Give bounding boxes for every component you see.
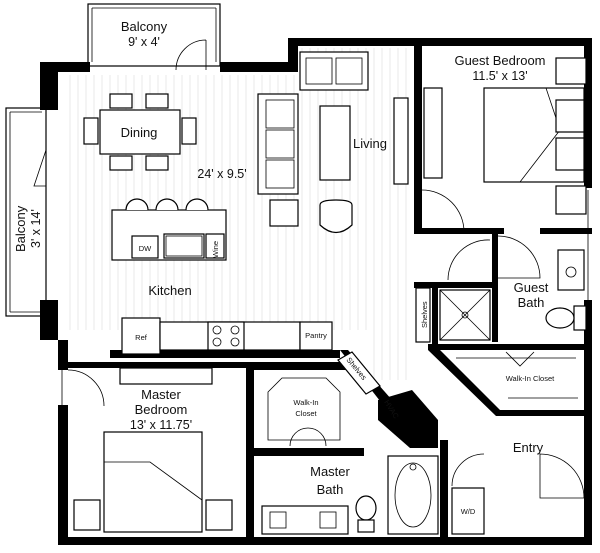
dishwasher-label: DW xyxy=(139,244,152,253)
kitchen-island xyxy=(111,198,227,261)
wine-label: Wine xyxy=(211,241,220,258)
entry-name: Entry xyxy=(513,440,544,455)
master-closet xyxy=(267,377,341,447)
walkin-closet-master-name: Walk-In xyxy=(293,398,318,407)
windows xyxy=(61,41,589,405)
balcony-side-name: Balcony xyxy=(13,205,28,252)
dining-name: Dining xyxy=(121,125,158,140)
guest-closet-rod xyxy=(456,351,578,399)
ref-label: Ref xyxy=(135,333,148,342)
balcony-top-dims: 9' x 4' xyxy=(128,35,160,49)
labels: Balcony 9' x 4' Balcony 3' x 14' Guest B… xyxy=(13,19,555,516)
washer-dryer-label: W/D xyxy=(461,507,476,516)
guest-bedroom-dims: 11.5' x 13' xyxy=(472,69,527,83)
master-bath-name2: Bath xyxy=(317,482,344,497)
pantry-label: Pantry xyxy=(305,331,327,340)
living-name: Living xyxy=(353,136,387,151)
master-bedroom-dims: 13' x 11.75' xyxy=(130,418,192,432)
guest-bedroom-name: Guest Bedroom xyxy=(454,53,545,68)
guest-bath-name: Guest xyxy=(514,280,549,295)
guest-bath-fixtures xyxy=(439,235,587,341)
guest-bed xyxy=(421,57,587,233)
walkin-closet-guest-label: Walk-In Closet xyxy=(506,374,555,383)
balcony-side-dims: 3' x 14' xyxy=(29,209,43,248)
kitchen-counter xyxy=(121,317,333,355)
master-bedroom-name: Master xyxy=(141,387,181,402)
balcony-top xyxy=(87,3,221,71)
master-bath-name: Master xyxy=(310,464,350,479)
living-furniture xyxy=(257,51,409,234)
living-dims: 24' x 9.5' xyxy=(197,167,246,181)
dining-table xyxy=(83,93,197,171)
balcony-top-name: Balcony xyxy=(121,19,168,34)
master-bath-fixtures xyxy=(261,453,585,535)
walkin-closet-master-name2: Closet xyxy=(295,409,317,418)
guest-bath-name2: Bath xyxy=(518,295,545,310)
shelves-bath-label: Shelves xyxy=(420,301,429,328)
kitchen-name: Kitchen xyxy=(148,283,191,298)
balcony-side xyxy=(5,107,47,317)
master-bedroom-name2: Bedroom xyxy=(135,402,188,417)
hallway-shelves xyxy=(337,287,431,395)
master-bed xyxy=(67,367,233,533)
